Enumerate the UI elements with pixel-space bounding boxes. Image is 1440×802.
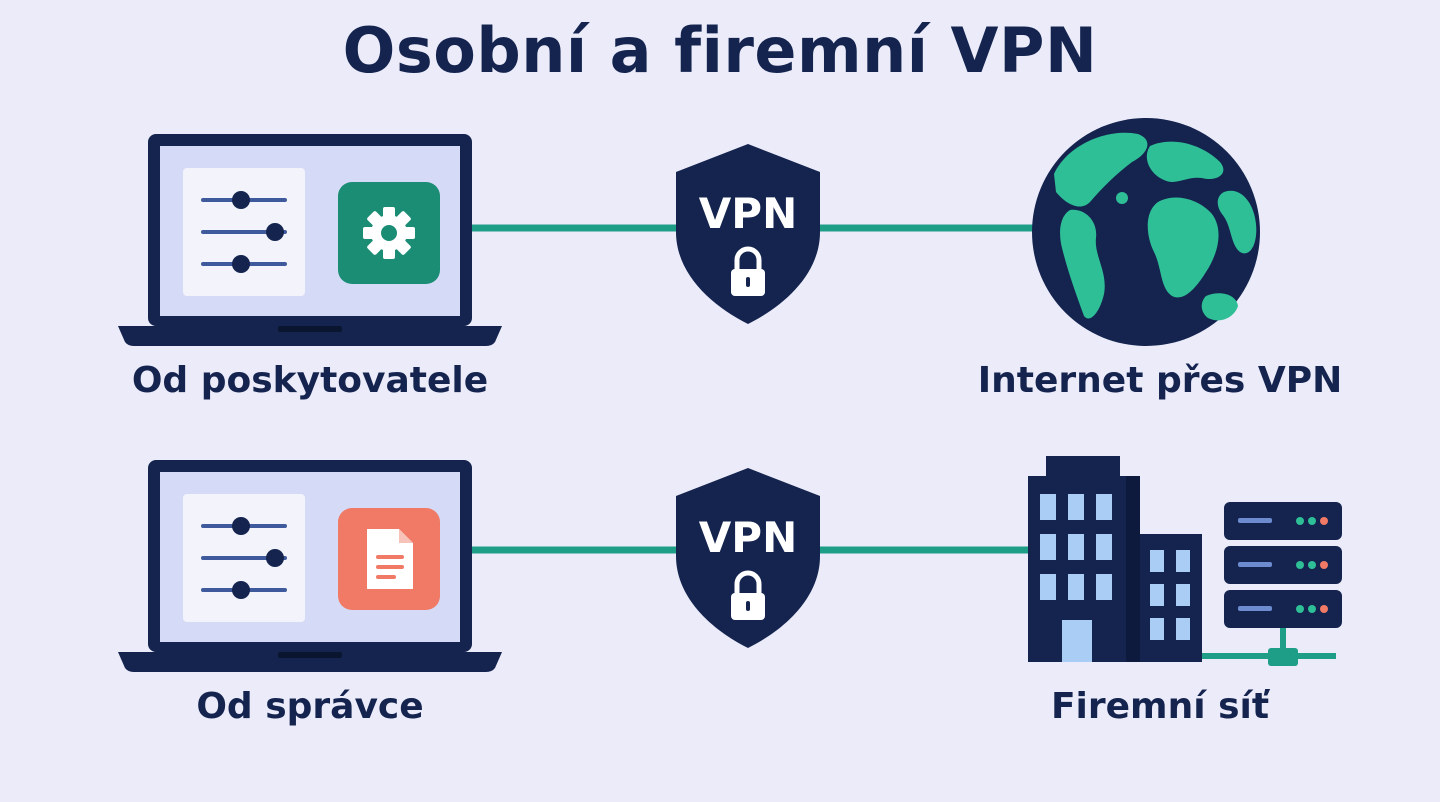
label-admin-device: Od správce [196, 686, 424, 727]
label-internet-destination: Internet přes VPN [977, 360, 1343, 401]
vpn-shield-personal: VPN [676, 144, 820, 324]
label-company-network: Firemní síť [1050, 686, 1270, 727]
vpn-label-corporate: VPN [699, 513, 797, 562]
office-building-icon [1028, 456, 1202, 662]
document-icon [367, 529, 413, 589]
laptop-admin-icon [118, 460, 502, 672]
laptop-provider-icon [118, 134, 502, 346]
label-provider-device: Od poskytovatele [131, 360, 489, 401]
server-rack-icon [1202, 502, 1342, 666]
page-title: Osobní a firemní VPN [342, 14, 1098, 87]
globe-icon [1032, 118, 1260, 346]
vpn-shield-corporate: VPN [676, 468, 820, 648]
gear-icon [363, 207, 415, 259]
vpn-label-personal: VPN [699, 189, 797, 238]
